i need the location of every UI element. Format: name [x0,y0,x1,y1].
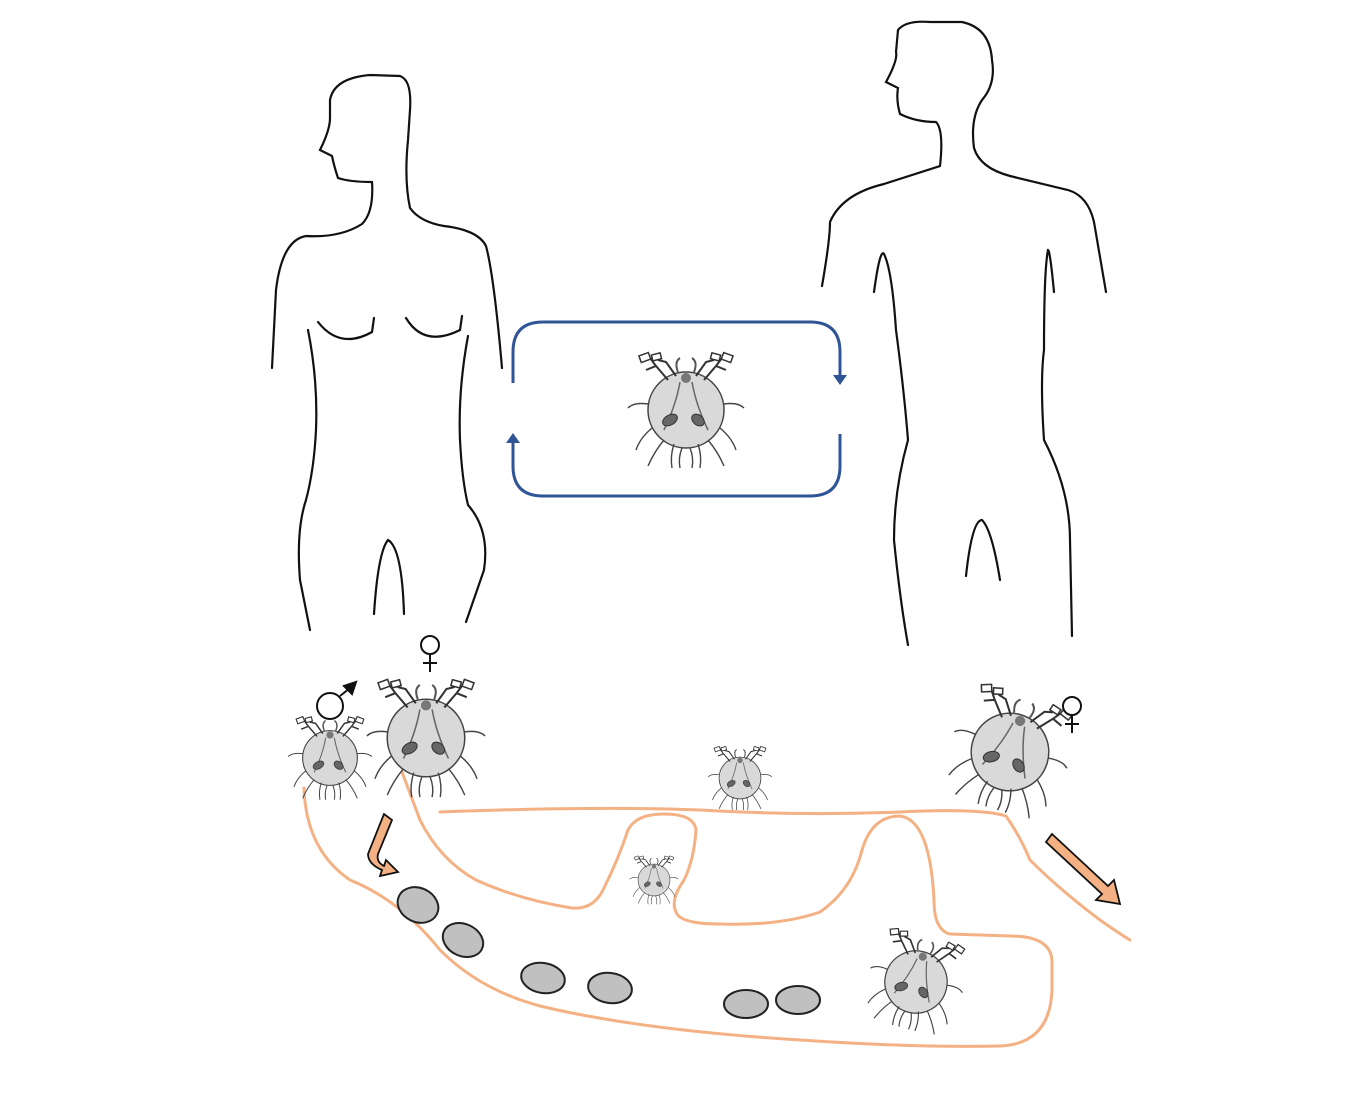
female-symbol-icon [420,635,440,672]
egg-icon [520,961,566,995]
egg-icon [396,886,440,924]
egg-icon [587,971,633,1005]
male-mite-icon [287,715,373,801]
gravid-female-mite-icon [934,676,1086,828]
transmission-cycle-arrows [511,320,842,498]
cycle-arrowhead-down [833,375,847,385]
egg-icon [441,921,485,959]
larva-mite-icon [629,855,679,905]
scabies-mite-icon [627,351,745,469]
female-human-silhouette [270,73,504,632]
eggs [396,886,821,1019]
burrow-direction-arrow [1044,832,1122,906]
female-mite-icon [365,678,487,799]
egg-icon [775,985,821,1015]
female-mite-in-burrow-icon [856,923,975,1042]
cycle-arrowhead-up [506,433,520,443]
nymph-mite-icon [707,745,773,811]
female-symbol-icon [1062,696,1082,733]
male-human-silhouette [820,20,1108,647]
skin-burrow [302,770,1132,1048]
egg-icon [723,989,769,1019]
male-symbol-icon [316,680,358,720]
egg-laying-arrow [367,812,400,878]
